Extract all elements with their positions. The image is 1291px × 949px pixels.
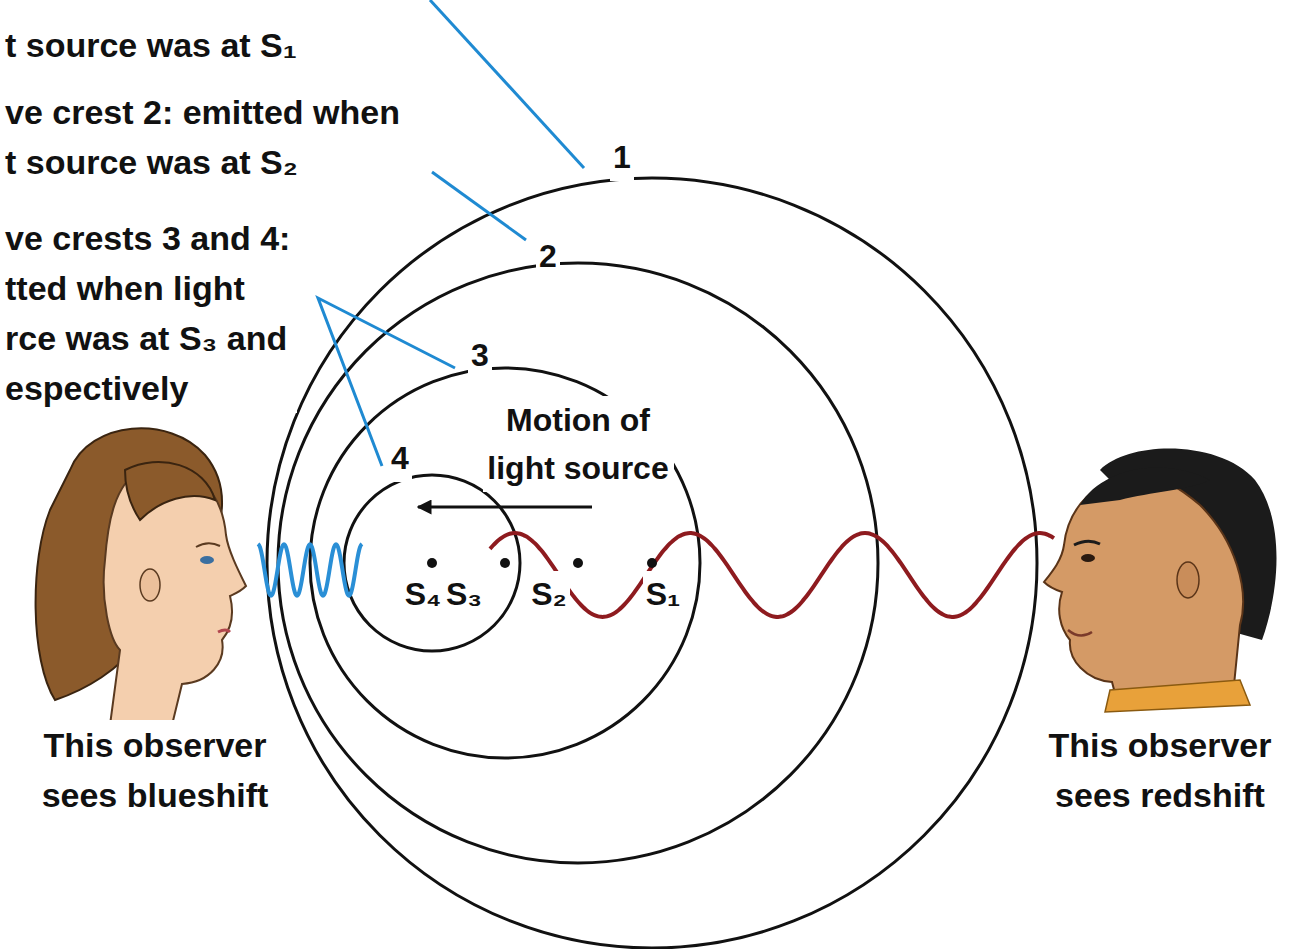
source-position-dot bbox=[500, 558, 510, 568]
ear bbox=[1177, 562, 1199, 598]
position-label: S₁ bbox=[643, 571, 684, 618]
motion-label: Motion of light source bbox=[483, 396, 674, 492]
face bbox=[104, 466, 246, 725]
mouth bbox=[1068, 630, 1092, 636]
redshift-wave bbox=[490, 533, 1054, 617]
source-position-dot bbox=[427, 558, 437, 568]
collar bbox=[1105, 680, 1250, 712]
wave-crest-number: 3 bbox=[468, 332, 492, 379]
wave-crest-circle bbox=[267, 178, 1037, 948]
wave-crest-circle bbox=[344, 475, 520, 651]
observer-caption: This observer sees redshift bbox=[1044, 720, 1276, 820]
callout-text: t source was at S₁ bbox=[2, 20, 300, 70]
face bbox=[1044, 472, 1243, 705]
source-position-dot bbox=[647, 558, 657, 568]
blueshift-wave bbox=[258, 544, 362, 596]
hair-front bbox=[1080, 468, 1210, 505]
observer-caption: This observer sees blueshift bbox=[37, 720, 273, 820]
wave-crest-number: 1 bbox=[610, 134, 634, 181]
wave-crest-circle bbox=[278, 263, 878, 863]
callout-text: ve crest 2: emitted when t source was at… bbox=[2, 87, 406, 187]
source-position-dot bbox=[573, 558, 583, 568]
man-observer bbox=[1044, 449, 1277, 712]
wave-crest-number: 2 bbox=[536, 233, 560, 280]
position-label: S₂ bbox=[528, 571, 570, 618]
leader-line bbox=[430, 0, 584, 168]
position-label: S₃ bbox=[443, 571, 485, 618]
ear bbox=[140, 569, 160, 601]
eye bbox=[200, 556, 214, 564]
hair-fringe bbox=[125, 462, 215, 520]
eye bbox=[1081, 554, 1095, 562]
position-label: S₄ bbox=[402, 571, 445, 618]
lips bbox=[218, 630, 230, 632]
motion-arrow bbox=[418, 506, 592, 509]
woman-observer bbox=[36, 428, 246, 725]
wave-crest-number: 4 bbox=[388, 435, 412, 482]
leader-bracket bbox=[318, 298, 455, 466]
leader-line bbox=[432, 172, 526, 240]
callout-text: ve crests 3 and 4: tted when light rce w… bbox=[2, 213, 297, 413]
eyebrow bbox=[196, 543, 220, 547]
eyebrow bbox=[1074, 541, 1100, 545]
